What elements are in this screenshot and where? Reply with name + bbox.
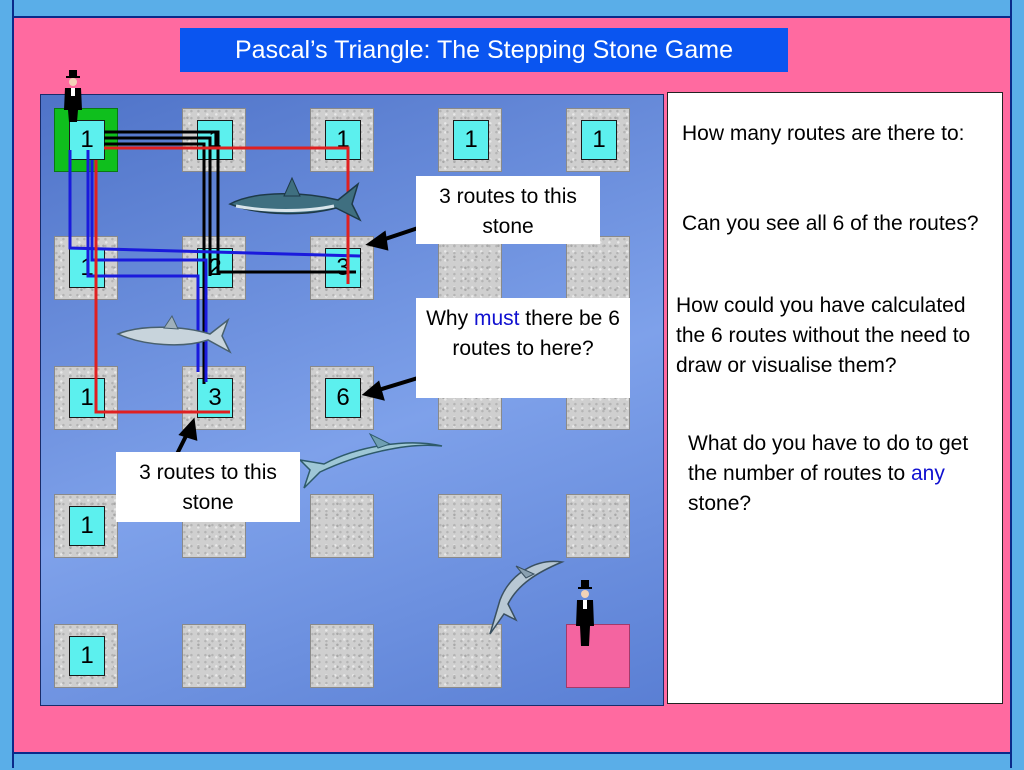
- question-text: stone?: [688, 492, 752, 515]
- stone-value: 1: [197, 120, 233, 160]
- stone-value: 1: [69, 120, 105, 160]
- question-3: How could you have calculated the 6 rout…: [676, 294, 971, 377]
- stepping-stone[interactable]: 3: [182, 366, 246, 430]
- stepping-stone[interactable]: 3: [310, 236, 374, 300]
- stepping-stone[interactable]: 1: [438, 108, 502, 172]
- questions-panel: How many routes are there to: Can you se…: [667, 92, 1003, 704]
- callout-routes-top: 3 routes to this stone: [416, 176, 600, 244]
- stepping-stone[interactable]: 1: [54, 236, 118, 300]
- stepping-stone-goal[interactable]: [566, 624, 630, 688]
- shark-icon: [489, 560, 565, 635]
- shark-icon: [228, 176, 362, 222]
- stepping-stone[interactable]: [438, 624, 502, 688]
- frame-bottom: [0, 752, 1024, 770]
- frame-right: [1010, 0, 1024, 768]
- callout-why-six: Why must there be 6 routes to here?: [416, 298, 630, 398]
- stone-value: 3: [197, 378, 233, 418]
- stepping-stone[interactable]: 1: [566, 108, 630, 172]
- stone-value: 1: [581, 120, 617, 160]
- stepping-stone[interactable]: 2: [182, 236, 246, 300]
- page-title: Pascal’s Triangle: The Stepping Stone Ga…: [180, 28, 788, 72]
- stone-value: 6: [325, 378, 361, 418]
- callout-routes-bottom: 3 routes to this stone: [116, 452, 300, 522]
- stone-value: 3: [325, 248, 361, 288]
- callout-emphasis: must: [473, 307, 520, 330]
- stone-value: 1: [69, 378, 105, 418]
- stone-value: 1: [325, 120, 361, 160]
- question-4: What do you have to do to get the number…: [688, 429, 978, 519]
- stepping-stone[interactable]: 1: [54, 366, 118, 430]
- stepping-stone[interactable]: [182, 624, 246, 688]
- question-text: What do you have to do to get the number…: [688, 432, 969, 485]
- stone-value: 2: [197, 248, 233, 288]
- stone-value: 1: [69, 636, 105, 676]
- stone-value: 1: [453, 120, 489, 160]
- stepping-stone[interactable]: [310, 494, 374, 558]
- question-emphasis: any: [910, 462, 945, 485]
- shark-icon: [298, 432, 443, 489]
- shark-icon: [116, 314, 232, 354]
- stepping-stone[interactable]: 1: [54, 494, 118, 558]
- stepping-stone[interactable]: [566, 236, 630, 300]
- stepping-stone[interactable]: 1: [182, 108, 246, 172]
- person-icon: [64, 70, 82, 122]
- question-2: Can you see all 6 of the routes?: [682, 212, 979, 235]
- stepping-stone[interactable]: 1: [310, 108, 374, 172]
- person-icon: [576, 580, 594, 646]
- question-1: How many routes are there to:: [682, 122, 965, 145]
- callout-text: there be 6 routes to here?: [452, 307, 620, 360]
- stepping-stone[interactable]: 1: [54, 624, 118, 688]
- stepping-stone[interactable]: [438, 494, 502, 558]
- stepping-stone[interactable]: [438, 236, 502, 300]
- stone-value: 1: [69, 248, 105, 288]
- callout-text: Why: [426, 307, 474, 330]
- stone-value: 1: [69, 506, 105, 546]
- frame-top: [0, 0, 1024, 18]
- stepping-stone[interactable]: [310, 624, 374, 688]
- stepping-stone[interactable]: [566, 494, 630, 558]
- frame-left: [0, 0, 14, 768]
- stepping-stone[interactable]: 6: [310, 366, 374, 430]
